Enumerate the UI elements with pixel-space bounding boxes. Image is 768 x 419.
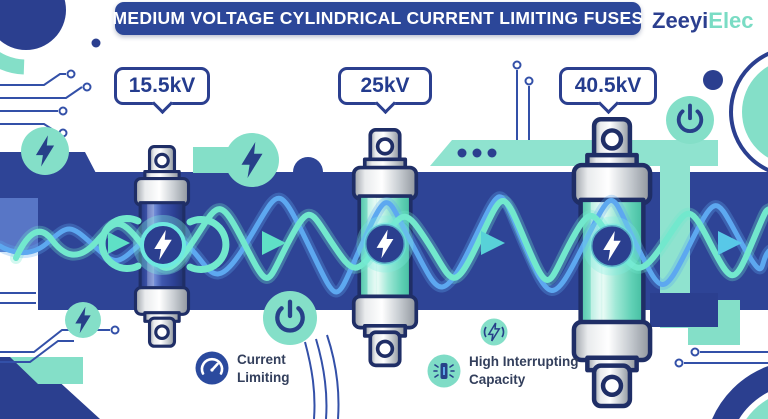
bottom-cap bbox=[351, 294, 419, 330]
bolt-accent-top-left bbox=[21, 127, 69, 175]
feature-icons bbox=[195, 351, 461, 388]
curved-traces bbox=[304, 334, 340, 419]
gauge-icon bbox=[200, 357, 224, 375]
flash-accent-small bbox=[480, 318, 508, 346]
dot-2 bbox=[472, 148, 482, 158]
small-dot bbox=[91, 38, 101, 48]
voltage-value: 25kV bbox=[360, 74, 410, 97]
top-cap bbox=[133, 176, 191, 207]
top-left-circle bbox=[0, 0, 66, 50]
bottom-cap bbox=[133, 286, 191, 316]
dot-3 bbox=[487, 148, 497, 158]
current-limiting-icon bbox=[195, 351, 229, 385]
top-left-teal-arc bbox=[0, 52, 25, 75]
bolt-accent-bottom-left bbox=[65, 302, 101, 338]
feature-line1: Current bbox=[237, 352, 286, 367]
top-right-dot bbox=[703, 70, 723, 90]
navy-bump bbox=[293, 157, 323, 172]
feature-high-interrupting: High Interrupting Capacity bbox=[469, 353, 578, 388]
brand-logo: ZeeyiElec bbox=[652, 8, 754, 34]
feature-line1: High Interrupting bbox=[469, 354, 579, 369]
feature-line2: Capacity bbox=[469, 371, 526, 387]
circuit-traces-bottom-left bbox=[0, 325, 120, 363]
page-title: MEDIUM VOLTAGE CYLINDRICAL CURRENT LIMIT… bbox=[112, 8, 644, 28]
arrowhead-3 bbox=[481, 231, 505, 255]
circuit-traces-top-left bbox=[0, 69, 92, 138]
teal-bar-right bbox=[430, 140, 718, 166]
band-left-traces bbox=[0, 292, 36, 304]
voltage-label-25kv: 25kV bbox=[338, 67, 432, 105]
voltage-label-15-5kv: 15.5kV bbox=[114, 67, 210, 105]
brand-primary: Zeeyi bbox=[652, 8, 709, 33]
bottom-left-navy-shape bbox=[0, 357, 100, 419]
band-decorations bbox=[193, 140, 740, 345]
swirl-left bbox=[98, 215, 142, 272]
arrowhead-2 bbox=[262, 231, 286, 255]
power-accent-top-right bbox=[666, 96, 714, 144]
high-interrupting-icon bbox=[427, 354, 461, 388]
brand-secondary: Elec bbox=[708, 8, 754, 33]
title-banner: MEDIUM VOLTAGE CYLINDRICAL CURRENT LIMIT… bbox=[112, 2, 644, 35]
top-right-ring bbox=[729, 51, 768, 173]
power-accent-bottom bbox=[263, 291, 340, 419]
bottom-left-teal-shape bbox=[10, 357, 83, 384]
voltage-value: 40.5kV bbox=[574, 74, 642, 97]
bottom-icons bbox=[65, 291, 508, 419]
feature-current-limiting: Current Limiting bbox=[237, 351, 290, 386]
dot-1 bbox=[457, 148, 467, 158]
feature-line2: Limiting bbox=[237, 369, 290, 385]
voltage-label-40-5kv: 40.5kV bbox=[559, 67, 657, 105]
circuit-traces-bottom-right bbox=[674, 347, 768, 368]
arrowhead-4 bbox=[718, 231, 742, 255]
arrowhead-1 bbox=[108, 232, 130, 254]
fuse-icons bbox=[98, 215, 642, 276]
fuse-indicator-icon bbox=[433, 363, 455, 379]
swirl-right bbox=[186, 216, 230, 273]
top-right-teal-circle bbox=[742, 66, 768, 158]
bottom-cap bbox=[571, 319, 653, 363]
bolt-accent-mid bbox=[225, 133, 279, 187]
top-cap bbox=[351, 165, 419, 201]
navy-square-bottom-right bbox=[650, 293, 718, 327]
voltage-value: 15.5kV bbox=[128, 74, 196, 97]
circuit-traces-mid-right bbox=[512, 60, 534, 142]
bottom-right-teal-circle bbox=[746, 399, 768, 419]
